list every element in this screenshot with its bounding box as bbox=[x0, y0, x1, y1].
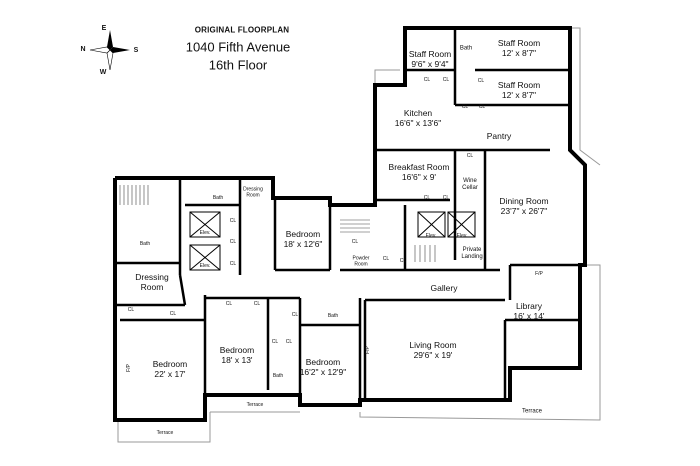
floorplan-subtitle: ORIGINAL FLOORPLAN bbox=[194, 25, 290, 35]
compass-n: N bbox=[80, 45, 86, 53]
closet-label: CL bbox=[169, 311, 177, 318]
room-pantry: Pantry bbox=[486, 131, 512, 142]
terrace-label: Terrace bbox=[246, 402, 264, 409]
room-elevator: Elev. bbox=[425, 233, 437, 240]
room-wine-cellar: Wine Cellar bbox=[462, 178, 478, 191]
closet-label: CL bbox=[229, 218, 237, 225]
fireplace-label: F/P bbox=[535, 271, 543, 278]
room-powder-room: Powder Room bbox=[352, 255, 370, 267]
closet-label: CL bbox=[229, 261, 237, 268]
room-elevator: Elev. bbox=[199, 263, 211, 270]
interior-walls bbox=[115, 28, 580, 400]
room-elevator: Elev. bbox=[199, 230, 211, 237]
room-gallery: Gallery bbox=[430, 283, 458, 294]
closet-label: CL bbox=[229, 239, 237, 246]
room-private-landing: Private Landing bbox=[461, 247, 483, 260]
closet-label: CL bbox=[466, 153, 474, 160]
fireplace-label: F/P bbox=[126, 364, 133, 372]
closet-label: CL bbox=[127, 307, 135, 314]
room-dressing-room-left: Dressing Room bbox=[135, 272, 169, 292]
closet-label: CL bbox=[423, 195, 431, 202]
room-staff-bath: Bath bbox=[459, 45, 473, 52]
room-elevator: Elev. bbox=[456, 233, 468, 240]
room-bath-upper: Bath bbox=[212, 195, 224, 202]
terrace-outlines bbox=[117, 27, 601, 443]
closet-label: CL bbox=[442, 77, 450, 84]
stairs bbox=[119, 185, 436, 262]
compass-w: W bbox=[99, 68, 107, 76]
floor-label: 16th Floor bbox=[208, 57, 268, 73]
closet-label: CL bbox=[271, 339, 279, 346]
compass-s: S bbox=[133, 46, 139, 54]
building-address: 1040 Fifth Avenue bbox=[185, 39, 291, 55]
closet-label: CL bbox=[442, 195, 450, 202]
closet-label: CL bbox=[285, 339, 293, 346]
closet-label: CL bbox=[225, 301, 233, 308]
closet-label: CL bbox=[477, 78, 485, 85]
closet-label: CL bbox=[423, 77, 431, 84]
closet-label: CL bbox=[478, 104, 486, 111]
closet-label: CL bbox=[351, 239, 359, 246]
fireplace-label: F/P bbox=[365, 346, 372, 354]
closet-label: CL bbox=[461, 104, 469, 111]
compass-e: E bbox=[101, 24, 107, 32]
room-bath-mid: Bath bbox=[272, 373, 284, 380]
terrace-label: Terrace bbox=[156, 430, 174, 437]
closet-label: CL bbox=[399, 258, 407, 265]
compass-rose-icon bbox=[89, 30, 130, 71]
room-dressing-room-upper: Dressing Room bbox=[243, 186, 263, 198]
room-bath-right: Bath bbox=[327, 313, 339, 320]
closet-label: CL bbox=[382, 256, 390, 263]
terrace-label: Terrace bbox=[521, 408, 543, 415]
elevator-shafts bbox=[189, 211, 476, 271]
closet-label: CL bbox=[291, 312, 299, 319]
room-bath-left: Bath bbox=[139, 241, 151, 248]
closet-label: CL bbox=[253, 301, 261, 308]
